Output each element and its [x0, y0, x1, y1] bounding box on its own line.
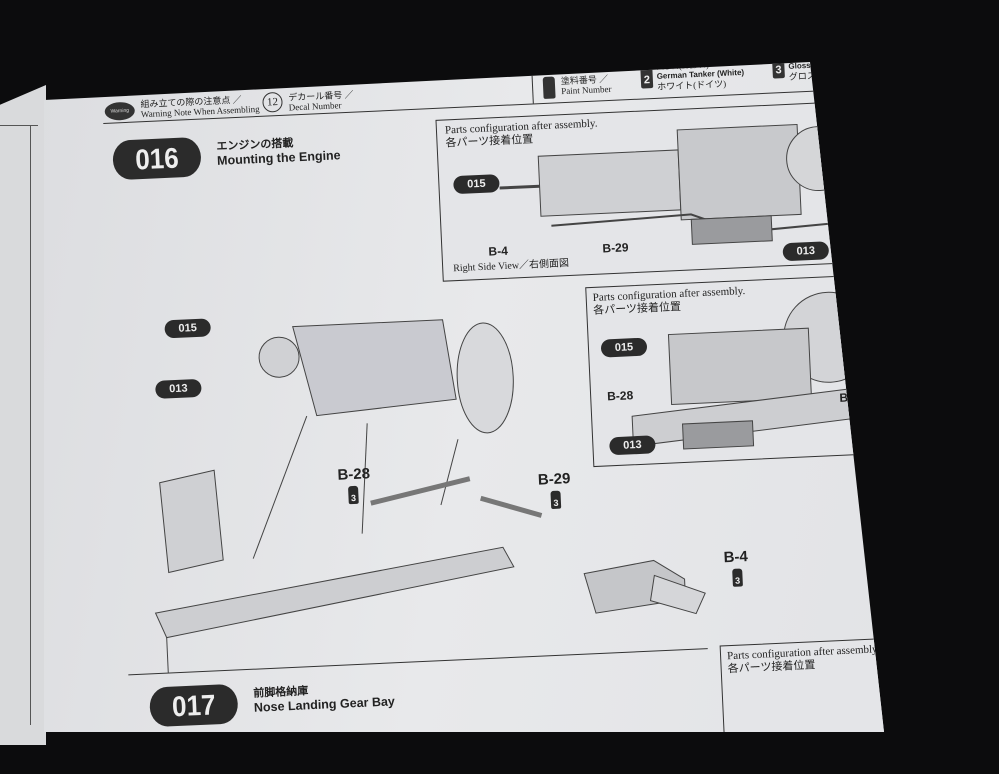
step-017-title: 前脚格納庫 Nose Landing Gear Bay — [253, 678, 395, 714]
step-number-017: 017 — [148, 683, 239, 728]
part-015-label: 015 — [164, 318, 212, 339]
paint-3-icon: 3 — [550, 490, 562, 510]
part-b4-label: B-4 — [723, 548, 749, 567]
paint-3-code: 70861(MC170) — [787, 49, 845, 62]
left-page-edge — [0, 85, 46, 745]
part-013-label: 013 — [155, 378, 202, 399]
paint-3-icon: 3 — [348, 485, 359, 505]
inset-right-side-view: Parts configuration after assembly. 各パーツ… — [435, 100, 865, 282]
part-b28-label: B-28 — [337, 465, 371, 484]
instruction-page: Warning 組み立ての際の注意点 ／ Warning Note When A… — [44, 49, 884, 732]
part-b29-label: B-29 — [537, 470, 571, 489]
engine-side-drawing — [499, 123, 852, 245]
engine-assembly-drawing — [154, 319, 706, 673]
paint-3-icon: 3 — [732, 568, 743, 587]
inset-step-017: Parts configuration after assembly. 各パーツ… — [719, 635, 884, 732]
